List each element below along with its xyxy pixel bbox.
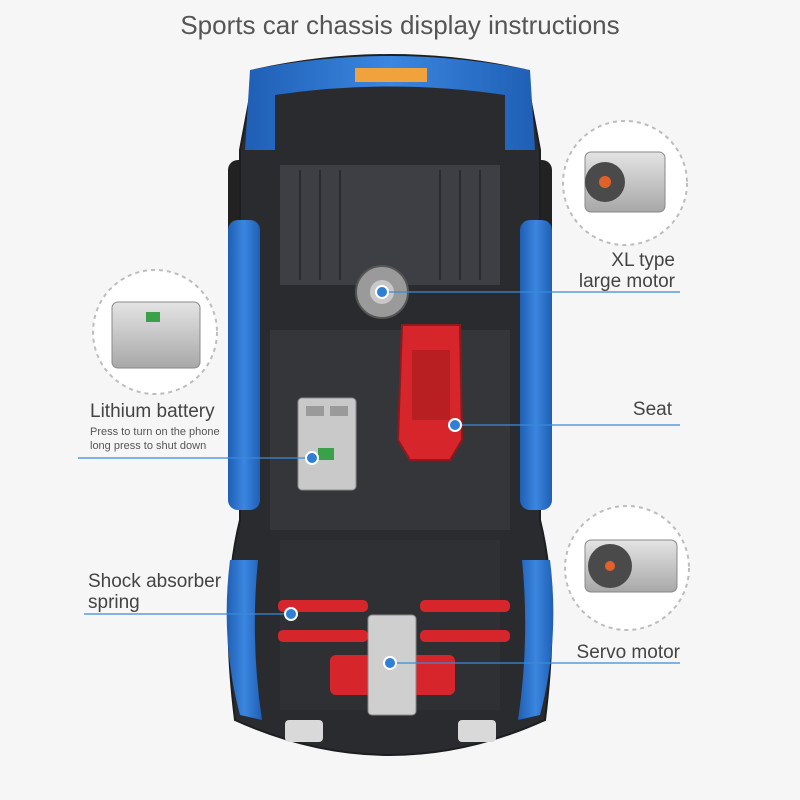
shock-label-line1: Shock absorber — [88, 571, 222, 592]
front-dark-panel — [280, 165, 500, 285]
front-orange-plate — [355, 68, 427, 82]
car-chassis — [226, 54, 554, 756]
battery-in-chassis — [297, 397, 357, 491]
servo-motor-label: Servo motor — [576, 642, 680, 663]
xl-motor-label-line1: XL type — [611, 250, 675, 271]
right-blue-rail — [520, 220, 552, 510]
shock-label: Shock absorber spring — [88, 571, 258, 613]
xl-motor-inset — [562, 120, 688, 246]
xl-motor-label: XL type large motor — [560, 250, 675, 292]
battery-notes: Press to turn on the phone long press to… — [90, 425, 260, 453]
callout-dots — [284, 285, 462, 670]
shock-label-line2: spring — [88, 592, 140, 613]
battery-inset — [92, 269, 218, 395]
left-blue-rail — [228, 220, 260, 510]
seat-label: Seat — [632, 399, 672, 420]
callout-lines — [78, 291, 680, 664]
left-light — [285, 720, 323, 742]
battery-note-1: Press to turn on the phone — [90, 426, 220, 438]
battery-label: Lithium battery — [90, 401, 215, 422]
page-title: Sports car chassis display instructions — [180, 10, 620, 40]
rear-right-fender — [518, 560, 554, 720]
servo-motor-inset — [564, 505, 690, 631]
right-light — [458, 720, 496, 742]
rear-left-fender — [226, 560, 262, 720]
front-blue-frame — [245, 56, 535, 150]
xl-motor-label-line2: large motor — [578, 271, 675, 292]
battery-note-2: long press to shut down — [90, 440, 207, 452]
